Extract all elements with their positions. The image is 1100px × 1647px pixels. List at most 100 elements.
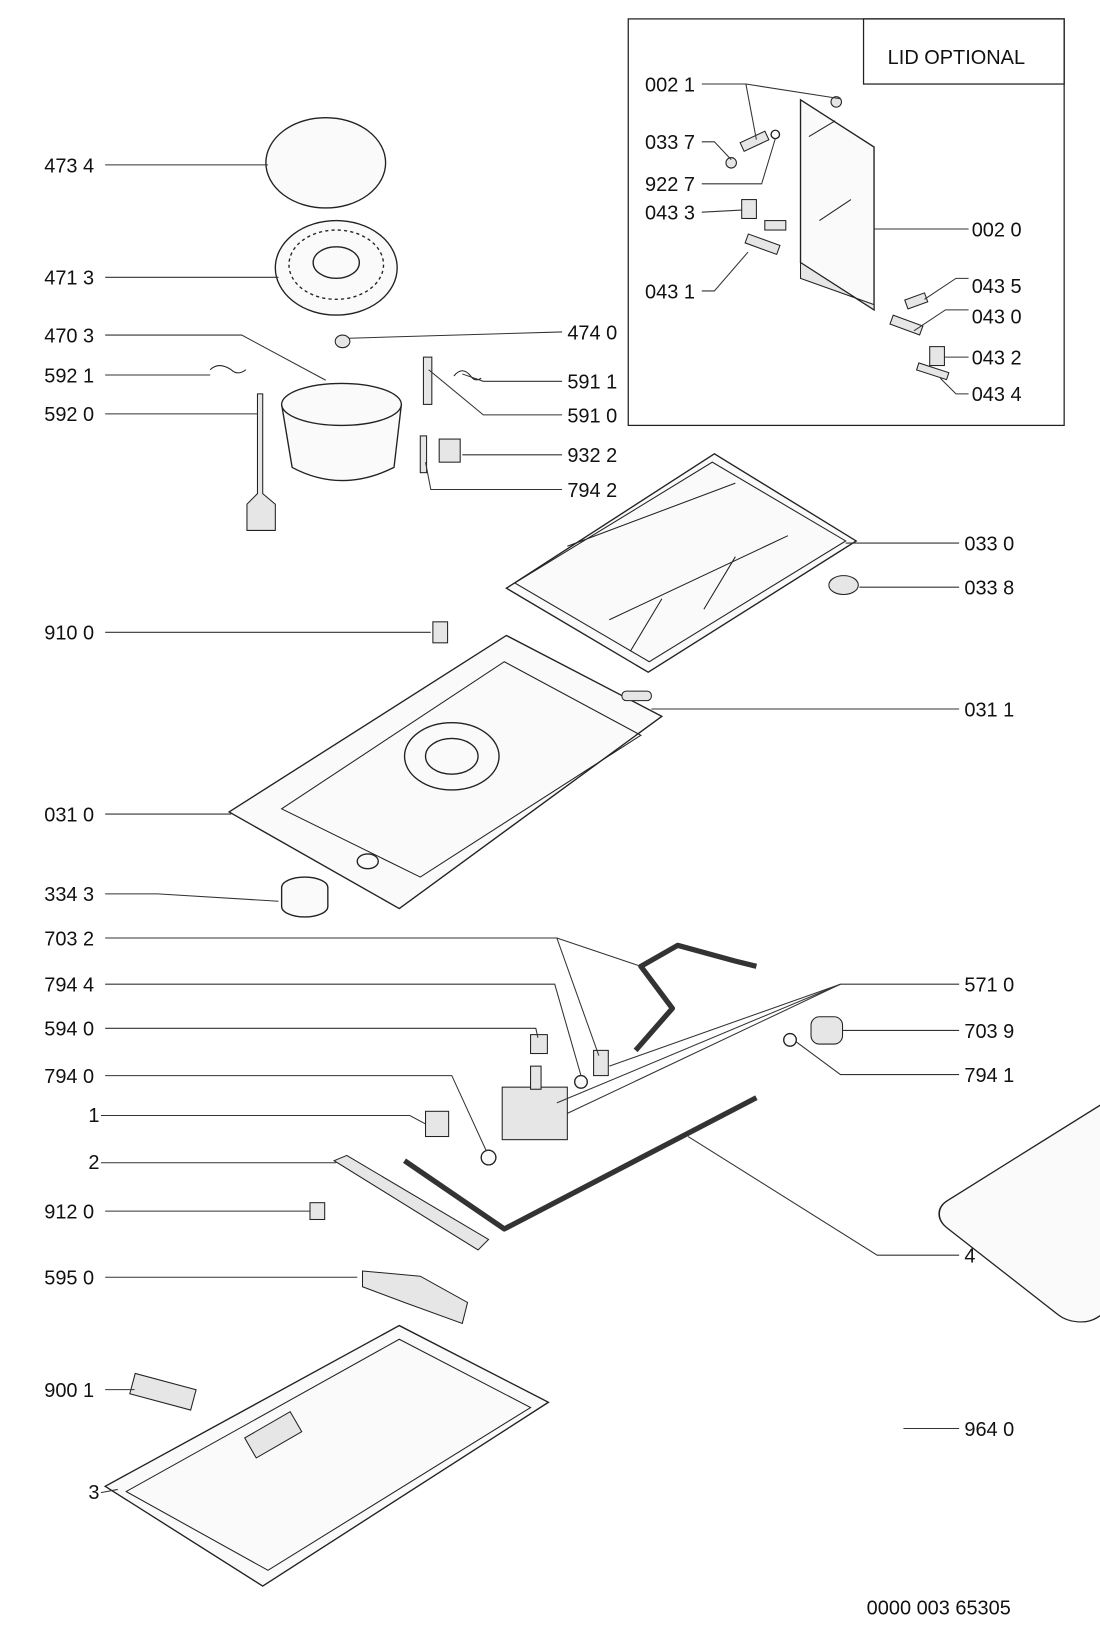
- ignition-module-595-0: [361, 1270, 469, 1325]
- hob-plate: [227, 634, 664, 910]
- part-label: 932 2: [567, 445, 617, 467]
- part-label: 031 1: [964, 699, 1014, 721]
- screw: [725, 157, 737, 169]
- inset-part-label: 043 1: [645, 281, 695, 303]
- leader-line: [924, 277, 969, 300]
- leader-line: [105, 893, 279, 902]
- spring: [764, 220, 787, 231]
- inset-part-label: 043 2: [972, 347, 1022, 369]
- lid-hinge-strip: [799, 261, 875, 311]
- leader-line: [701, 141, 732, 161]
- inset-part-label: 043 3: [645, 203, 695, 225]
- lid-stopper: [830, 96, 843, 108]
- inset-part-label: 922 7: [645, 174, 695, 196]
- part-label: 591 1: [567, 372, 617, 394]
- ignition-electrode: [422, 356, 433, 405]
- bracket-900-1: [129, 1372, 197, 1411]
- part-label: 2: [88, 1152, 99, 1174]
- clip-594-0: [530, 1034, 548, 1055]
- leader-line: [745, 83, 757, 140]
- seal-794-4: [574, 1074, 588, 1089]
- part-label: 1: [88, 1105, 99, 1127]
- spring-right: [904, 292, 929, 310]
- leader-line: [701, 138, 776, 185]
- thermocouple: [246, 393, 276, 531]
- part-label: 703 2: [44, 928, 94, 950]
- gas-valve-body: [501, 1086, 568, 1141]
- elbow-703-9: [810, 1016, 844, 1045]
- leader-line: [913, 309, 969, 332]
- injector: [334, 334, 351, 349]
- burner-cap: [265, 116, 387, 209]
- hinge-right: [929, 346, 945, 367]
- part-label: 595 0: [44, 1268, 94, 1290]
- part-label: 4: [964, 1246, 975, 1268]
- leader-line: [701, 209, 742, 213]
- part-label: 964 0: [964, 1419, 1014, 1441]
- leader-line: [687, 1136, 960, 1256]
- leader-line: [796, 1041, 960, 1076]
- hinge-left: [741, 199, 757, 220]
- part-label: 471 3: [44, 268, 94, 290]
- part-label: 912 0: [44, 1201, 94, 1223]
- bracket-1: [425, 1110, 450, 1138]
- leader-line: [428, 369, 563, 416]
- part-label: 703 9: [964, 1021, 1014, 1043]
- leader-line: [105, 1075, 487, 1152]
- inset-part-label: 043 5: [972, 276, 1022, 298]
- part-label: 470 3: [44, 325, 94, 347]
- leader-line: [701, 251, 749, 292]
- leader-line: [105, 983, 582, 1076]
- rail-2: [333, 1154, 490, 1251]
- inset-part-label: 043 4: [972, 384, 1022, 406]
- gas-pipe-4: [403, 1095, 758, 1232]
- part-label: 474 0: [567, 322, 617, 344]
- inset-part-label: 033 7: [645, 132, 695, 154]
- hinge-plate: [915, 362, 950, 381]
- leader-line: [567, 983, 960, 1114]
- leader-line: [609, 983, 841, 1067]
- part-label: 794 1: [964, 1065, 1014, 1087]
- part-label: 571 0: [964, 975, 1014, 997]
- lid-pin: [739, 130, 770, 152]
- part-label: 594 0: [44, 1019, 94, 1041]
- leader-line: [556, 937, 642, 967]
- part-label: 031 0: [44, 804, 94, 826]
- clip-571-0: [593, 1049, 609, 1077]
- leader-line: [105, 937, 600, 1056]
- drawing-number: 0000 003 65305: [867, 1597, 1011, 1619]
- leader-line: [100, 1114, 426, 1125]
- part-label: 592 0: [44, 404, 94, 426]
- leader-line: [105, 1027, 539, 1038]
- clip-932-2: [438, 438, 461, 463]
- part-label: 910 0: [44, 623, 94, 645]
- rubber-foot: [828, 575, 859, 596]
- sleeve-794-2: [419, 435, 428, 474]
- seal-031-1: [621, 690, 652, 702]
- base-tray: [103, 1324, 550, 1587]
- leader-line: [556, 983, 841, 1104]
- part-label: 591 0: [567, 405, 617, 427]
- part-label: 794 4: [44, 975, 94, 997]
- leader-line: [701, 83, 841, 100]
- leader-line: [348, 331, 563, 339]
- pan-support: [505, 452, 859, 674]
- leader-line: [105, 334, 326, 381]
- hinge-rod: [744, 233, 781, 256]
- part-label: 900 1: [44, 1380, 94, 1402]
- screw-910-0: [432, 621, 449, 644]
- control-knob: [280, 876, 329, 918]
- leader-line: [425, 462, 563, 491]
- part-label: 033 0: [964, 533, 1014, 555]
- lid-optional-inset: LID OPTIONAL: [627, 18, 1065, 427]
- gas-pipe-703-2: [633, 942, 758, 1053]
- leader-line: [939, 377, 969, 395]
- part-label: 592 1: [44, 365, 94, 387]
- part-label: 794 2: [567, 480, 617, 502]
- clip-592-1: [209, 365, 247, 374]
- leader-line: [100, 1488, 118, 1494]
- part-label: 334 3: [44, 884, 94, 906]
- screw-912-0: [309, 1202, 326, 1221]
